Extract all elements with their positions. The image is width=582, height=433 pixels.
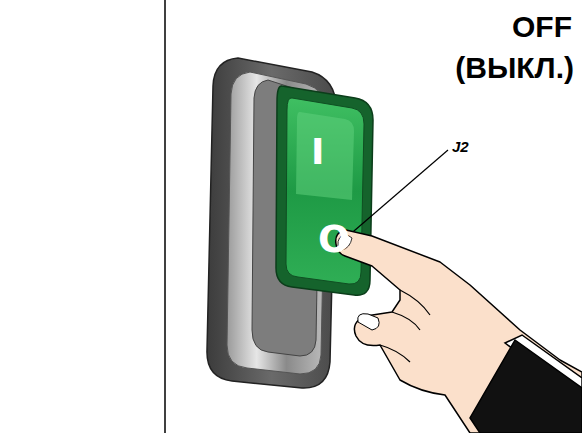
leader-line [347, 150, 448, 237]
sleeve [470, 340, 582, 433]
rocker-highlight [296, 112, 354, 200]
hand [336, 230, 582, 433]
switch-symbol: O [318, 220, 350, 258]
finger-creases [380, 290, 430, 362]
state-label: OFF [512, 12, 572, 42]
switch-symbol: I [311, 134, 324, 170]
state-label: (ВЫКЛ.) [455, 53, 574, 83]
divider-line [164, 0, 166, 433]
thumbnail [358, 314, 379, 330]
rocker-body [276, 86, 373, 295]
callout-label: J2 [452, 139, 469, 154]
